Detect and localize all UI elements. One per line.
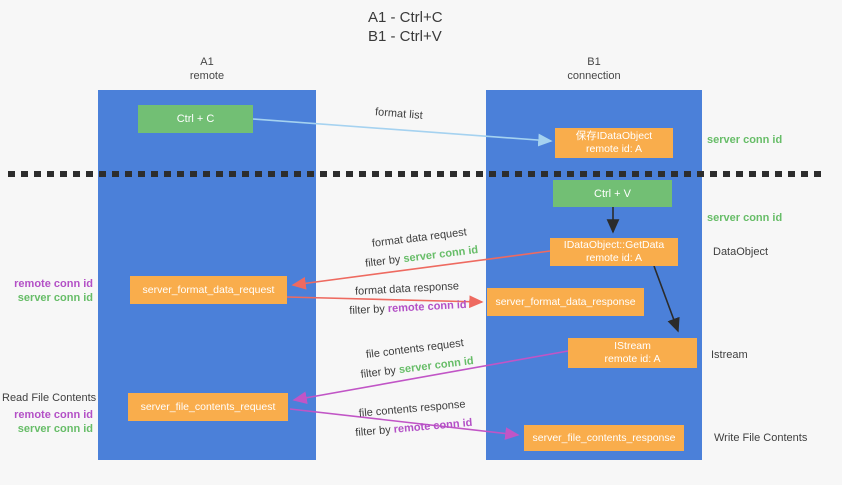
istream-title: IStream: [614, 340, 651, 352]
server-conn-id-label: server conn id: [17, 292, 93, 304]
server-conn-id-inline: server conn id: [402, 244, 479, 266]
remote-conn-id-inline: remote conn id: [387, 298, 467, 316]
dataobject-label: DataObject: [713, 246, 769, 258]
node-idataobject-getdata: IDataObject::GetData remote id: A: [550, 238, 678, 266]
lane-a1-name: A1: [200, 56, 214, 68]
write-file-contents-label: Write File Contents: [714, 432, 808, 444]
server-conn-id-label-top: server conn id: [707, 134, 783, 146]
remote-conn-id-inline: remote conn id: [393, 416, 473, 436]
remote-conn-id-label: remote conn id: [14, 278, 93, 290]
node-server-format-data-request: server_format_data_request: [130, 276, 287, 304]
node-istream: IStream remote id: A: [568, 338, 697, 368]
idataobject-getdata-title: IDataObject::GetData: [563, 239, 665, 251]
file-conn-id-pair: remote conn id server conn id: [8, 408, 93, 436]
server-conn-id-label: server conn id: [17, 423, 93, 435]
remote-conn-id-label: remote conn id: [14, 409, 93, 421]
lane-a1-subtitle: remote: [189, 70, 225, 82]
node-save-idataobject: 保存IDataObject remote id: A: [555, 128, 673, 158]
server-conn-id-label-mid: server conn id: [707, 212, 783, 224]
file-response-filter-text: filter by remote conn id: [354, 416, 473, 440]
node-server-format-data-response: server_format_data_response: [487, 288, 644, 316]
format-response-filter-text: filter by remote conn id: [349, 298, 467, 318]
lane-b1-subtitle: connection: [567, 70, 621, 82]
node-ctrl-c: Ctrl + C: [138, 105, 253, 133]
machine-boundary-dotted-line: [8, 171, 824, 177]
server-conn-id-inline: server conn id: [398, 355, 475, 377]
diagram-title: A1 - Ctrl+C B1 - Ctrl+V: [368, 8, 443, 46]
node-server-file-contents-response: server_file_contents_response: [524, 425, 684, 451]
format-data-response-text: format data response: [354, 280, 460, 298]
node-server-file-contents-request: server_file_contents_request: [128, 393, 288, 421]
lane-header-a1: A1 remote: [98, 55, 316, 83]
title-line-ctrl-v: B1 - Ctrl+V: [368, 28, 442, 45]
idataobject-getdata-remote-id: remote id: A: [585, 252, 643, 264]
file-contents-response-label: file contents response filter by remote …: [347, 397, 479, 439]
format-data-request-label: format data request filter by server con…: [357, 224, 485, 270]
istream-label: Istream: [711, 349, 748, 361]
format-list-label: format list: [374, 106, 424, 122]
format-data-response-label: format data response filter by remote co…: [344, 280, 470, 317]
save-idataobject-remote-id: remote id: A: [585, 143, 643, 155]
istream-remote-id: remote id: A: [604, 353, 661, 365]
lane-header-b1: B1 connection: [486, 55, 702, 83]
lane-b1-name: B1: [587, 56, 601, 68]
save-idataobject-title: 保存IDataObject: [575, 130, 653, 142]
title-line-ctrl-c: A1 - Ctrl+C: [368, 9, 443, 26]
format-conn-id-pair: remote conn id server conn id: [8, 277, 93, 305]
node-ctrl-v: Ctrl + V: [553, 180, 672, 207]
file-contents-request-label: file contents request filter by server c…: [351, 335, 482, 381]
read-file-contents-label: Read File Contents: [2, 392, 97, 404]
